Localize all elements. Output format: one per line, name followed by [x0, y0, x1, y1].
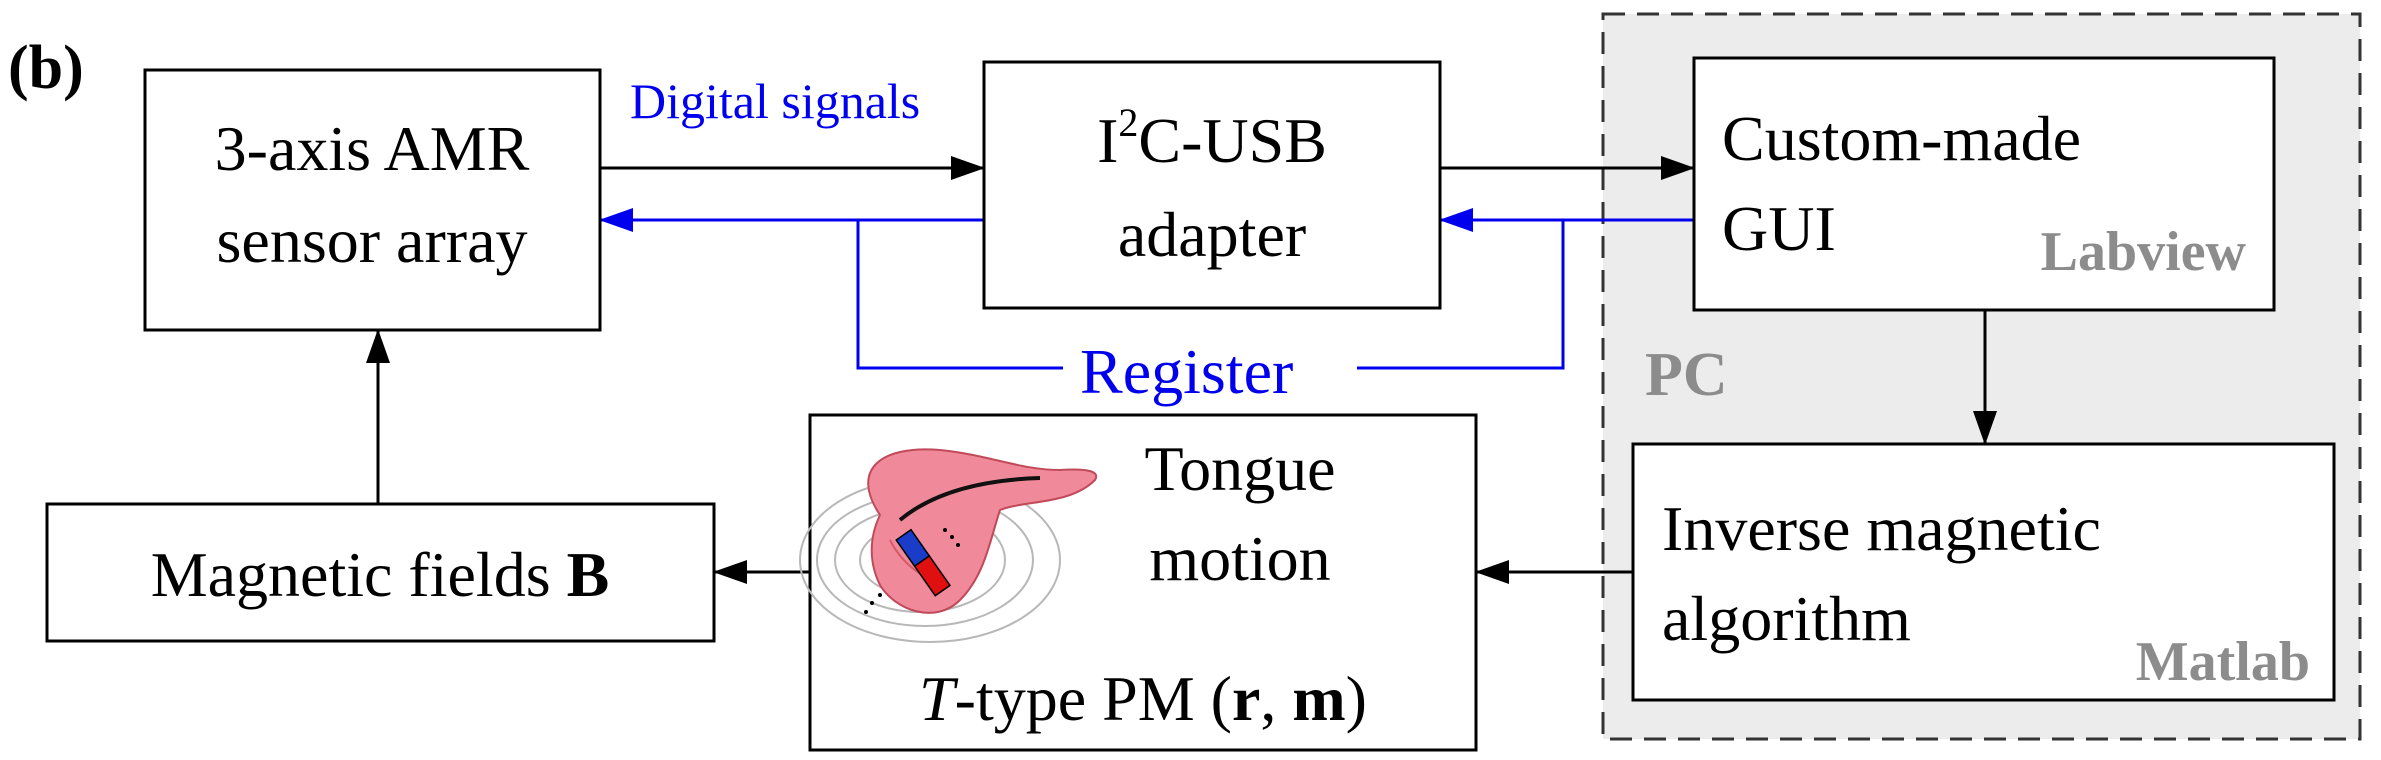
- sensor-line2: sensor array: [217, 205, 528, 276]
- sensor-line1: 3-axis AMR: [215, 113, 530, 184]
- matlab-label: Matlab: [2136, 631, 2310, 693]
- pc-label: PC: [1645, 341, 1728, 409]
- connectors: [366, 156, 1997, 584]
- adapter-line1: I2C-USB: [1097, 100, 1327, 176]
- gui-line2: GUI: [1722, 193, 1836, 264]
- register-loop-left: [856, 220, 1063, 370]
- tongue-line1: Tongue: [1144, 433, 1335, 504]
- adapter-box: I2C-USB adapter: [982, 60, 1442, 310]
- algorithm-line2: algorithm: [1662, 583, 1911, 654]
- magnet-icon: [895, 528, 952, 597]
- digital-signals-label: Digital signals: [630, 73, 920, 129]
- register-label: Register: [1080, 336, 1293, 407]
- algorithm-line1: Inverse magnetic: [1662, 493, 2101, 564]
- magnetic-fields-box: Magnetic fields B: [45, 502, 716, 643]
- algorithm-box: Inverse magnetic algorithm Matlab: [1631, 442, 2336, 702]
- panel-label: (b): [8, 34, 84, 102]
- gui-box: Custom-made GUI Labview: [1692, 56, 2276, 312]
- tongue-box: Tongue motion T-type PM (r, m): [799, 413, 1478, 752]
- labview-label: Labview: [2041, 221, 2247, 283]
- tongue-line2: motion: [1149, 523, 1330, 594]
- register-loop-right: [1357, 220, 1565, 370]
- fields-label: Magnetic fields B: [151, 539, 610, 610]
- adapter-line2: adapter: [1118, 199, 1306, 270]
- tongue-icon: [799, 448, 1098, 643]
- sensor-array-box: 3-axis AMR sensor array: [143, 68, 602, 332]
- pm-caption: T-type PM (r, m): [919, 663, 1367, 734]
- gui-line1: Custom-made: [1722, 103, 2081, 174]
